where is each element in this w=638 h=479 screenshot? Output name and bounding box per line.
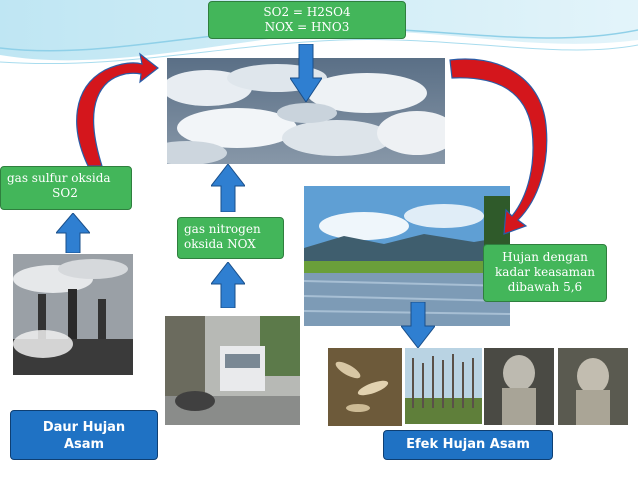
rain-line-1: Hujan dengan	[502, 250, 588, 264]
sulfur-box: gas sulfur oksida SO2	[0, 166, 132, 210]
daur-line-2: Asam	[63, 437, 105, 452]
efek-hujan-asam-box: Efek Hujan Asam	[383, 430, 553, 460]
dead-forest-photo	[405, 348, 482, 424]
nitrogen-box: gas nitrogen oksida NOX	[177, 217, 284, 259]
formula-line-2: NOX = HNO3	[264, 20, 350, 34]
rain-box: Hujan dengan kadar keasaman dibawah 5,6	[483, 244, 607, 302]
rain-line-2: kadar keasaman	[495, 265, 595, 279]
red-arrow-left-icon	[76, 52, 159, 167]
daur-line-1: Daur Hujan	[42, 420, 126, 435]
daur-hujan-asam-box: Daur Hujan Asam	[10, 410, 158, 460]
efek-label: Efek Hujan Asam	[406, 437, 530, 452]
red-arrow-right-icon	[449, 58, 548, 235]
rain-line-3: dibawah 5,6	[507, 280, 583, 294]
arrow-down-icon	[290, 44, 322, 102]
formula-line-1: SO2 = H2SO4	[263, 5, 351, 19]
nitrogen-line-2: oksida NOX	[184, 237, 256, 251]
formula-box: SO2 = H2SO4 NOX = HNO3	[208, 1, 406, 39]
arrow-down-icon	[401, 302, 435, 348]
sulfur-line-1: gas sulfur oksida	[7, 171, 111, 185]
dead-fish-photo	[328, 348, 402, 426]
factory-photo	[13, 254, 133, 375]
traffic-photo	[165, 316, 300, 425]
arrow-up-icon	[56, 213, 90, 253]
statue-photo	[484, 348, 628, 425]
sulfur-line-2: SO2	[52, 186, 78, 200]
arrow-up-icon	[211, 164, 245, 212]
nitrogen-line-1: gas nitrogen	[184, 222, 261, 236]
arrow-up-icon	[211, 262, 245, 308]
